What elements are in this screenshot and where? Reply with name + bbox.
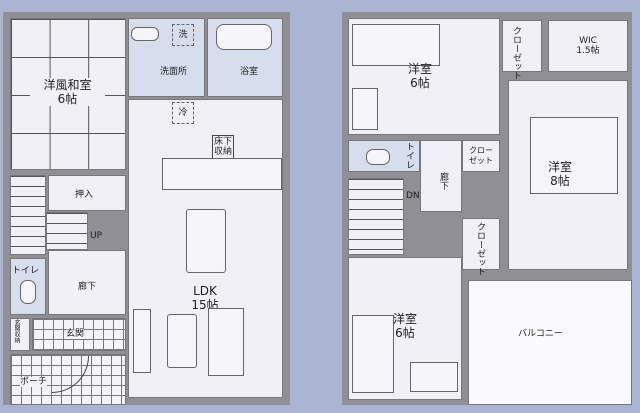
room-genkan (32, 318, 126, 351)
washitsu-name: 洋風和室 (43, 78, 92, 92)
oshiire-label: 押入 (75, 190, 94, 200)
fridge-mark: 冷 (172, 102, 194, 124)
washer-mark: 洗 (172, 24, 194, 46)
dn-label: DN (406, 191, 420, 201)
toilet-bowl (20, 280, 36, 304)
senmenjo-label: 洗面所 (160, 67, 188, 77)
genkan-shuno-label: 玄関収納 (13, 319, 20, 343)
room-closet-a (502, 20, 542, 72)
room-rouka-1f (48, 250, 126, 315)
closet-a-label: クローゼット (511, 26, 521, 80)
porch-label: ポーチ (20, 377, 48, 387)
youshitsu-b-name: 洋室 (547, 160, 572, 174)
sofa (208, 308, 244, 376)
youshitsu-c-size: 6帖 (395, 326, 415, 340)
toilet-bowl-2f (366, 149, 390, 165)
closet-b-label: クローゼット (469, 146, 493, 165)
sink (131, 27, 159, 41)
bed-c (352, 315, 394, 393)
washitsu-size: 6帖 (57, 92, 78, 106)
rouka-1f-label: 廊下 (78, 282, 97, 292)
wic-name: WIC (579, 36, 597, 46)
room-closet-c (462, 218, 500, 270)
stairs-2f (348, 178, 404, 255)
balcony-label: バルコニー (518, 329, 563, 339)
room-closet-b (462, 140, 500, 172)
room-toilet-2f (348, 140, 420, 172)
genkan-label: 玄関 (66, 329, 85, 339)
desk-c (410, 362, 458, 392)
up-label: UP (90, 231, 103, 241)
room-wic (548, 20, 628, 72)
dining-table (186, 209, 226, 273)
coffee-table (167, 314, 197, 368)
youshitsu-a-name: 洋室 (407, 62, 432, 76)
toilet-2f-label: トイレ (404, 142, 414, 169)
ldk-name: LDK (193, 284, 217, 298)
tv-stand (133, 309, 151, 373)
yukashita-shuno: 床下 収納 (212, 135, 235, 159)
stairs-1f (10, 175, 46, 255)
wic-size: 1.5帖 (576, 46, 600, 56)
youshitsu-c-name: 洋室 (392, 312, 417, 326)
bathtub (216, 24, 272, 50)
closet-c-label: クローゼット (475, 222, 485, 276)
room-rouka-2f (420, 140, 462, 212)
yokushitsu-label: 浴室 (240, 67, 259, 77)
bed-a (352, 24, 440, 66)
youshitsu-a-size: 6帖 (410, 76, 430, 90)
room-genkan-shuno (10, 318, 30, 351)
desk-a (352, 88, 378, 130)
youshitsu-b-size: 8帖 (550, 174, 570, 188)
rouka-2f-label: 廊下 (438, 172, 448, 190)
toilet-1f-label: トイレ (12, 266, 40, 276)
kitchen-counter (162, 158, 282, 190)
stairs-1f-lower (46, 212, 88, 250)
room-oshiire (48, 175, 126, 211)
balcony (468, 280, 632, 405)
